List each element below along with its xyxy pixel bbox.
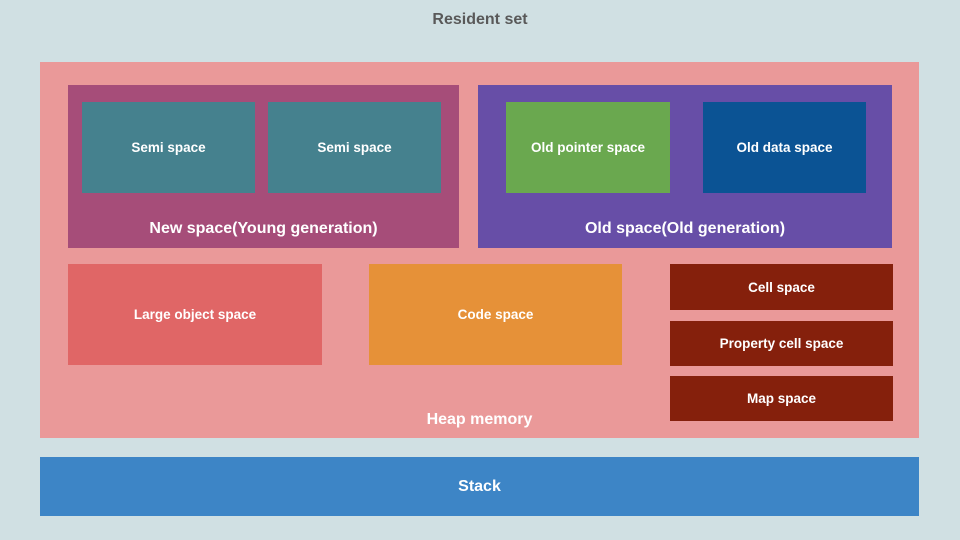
code-space-box: Code space	[369, 264, 622, 365]
heap-memory-region: Semi space Semi space New space(Young ge…	[40, 62, 919, 438]
large-object-space-box: Large object space	[68, 264, 322, 365]
old-space-label: Old space(Old generation)	[584, 220, 786, 237]
property-cell-space-box: Property cell space	[670, 321, 893, 366]
code-space-label: Code space	[457, 307, 534, 322]
large-object-space-label: Large object space	[133, 307, 257, 322]
property-cell-space-label: Property cell space	[719, 336, 844, 351]
semi-space-label-2: Semi space	[317, 140, 392, 155]
stack-label: Stack	[458, 477, 501, 495]
semi-space-box-1: Semi space	[82, 102, 255, 193]
cell-space-box: Cell space	[670, 264, 893, 310]
semi-space-box-2: Semi space	[268, 102, 441, 193]
semi-space-label-1: Semi space	[131, 140, 206, 155]
map-space-label: Map space	[746, 391, 817, 406]
new-space-label: New space(Young generation)	[149, 220, 378, 237]
resident-set-title: Resident set	[432, 11, 528, 28]
old-pointer-space-box: Old pointer space	[506, 102, 670, 193]
old-pointer-space-label: Old pointer space	[530, 140, 646, 155]
old-data-space-label: Old data space	[736, 140, 833, 155]
cell-space-label: Cell space	[748, 279, 815, 295]
old-data-space-box: Old data space	[703, 102, 866, 193]
stack-region: Stack	[40, 457, 919, 516]
map-space-box: Map space	[670, 376, 893, 421]
new-space-region: Semi space Semi space New space(Young ge…	[68, 85, 459, 248]
heap-memory-label: Heap memory	[426, 411, 533, 428]
old-space-region: Old pointer space Old data space Old spa…	[478, 85, 892, 248]
